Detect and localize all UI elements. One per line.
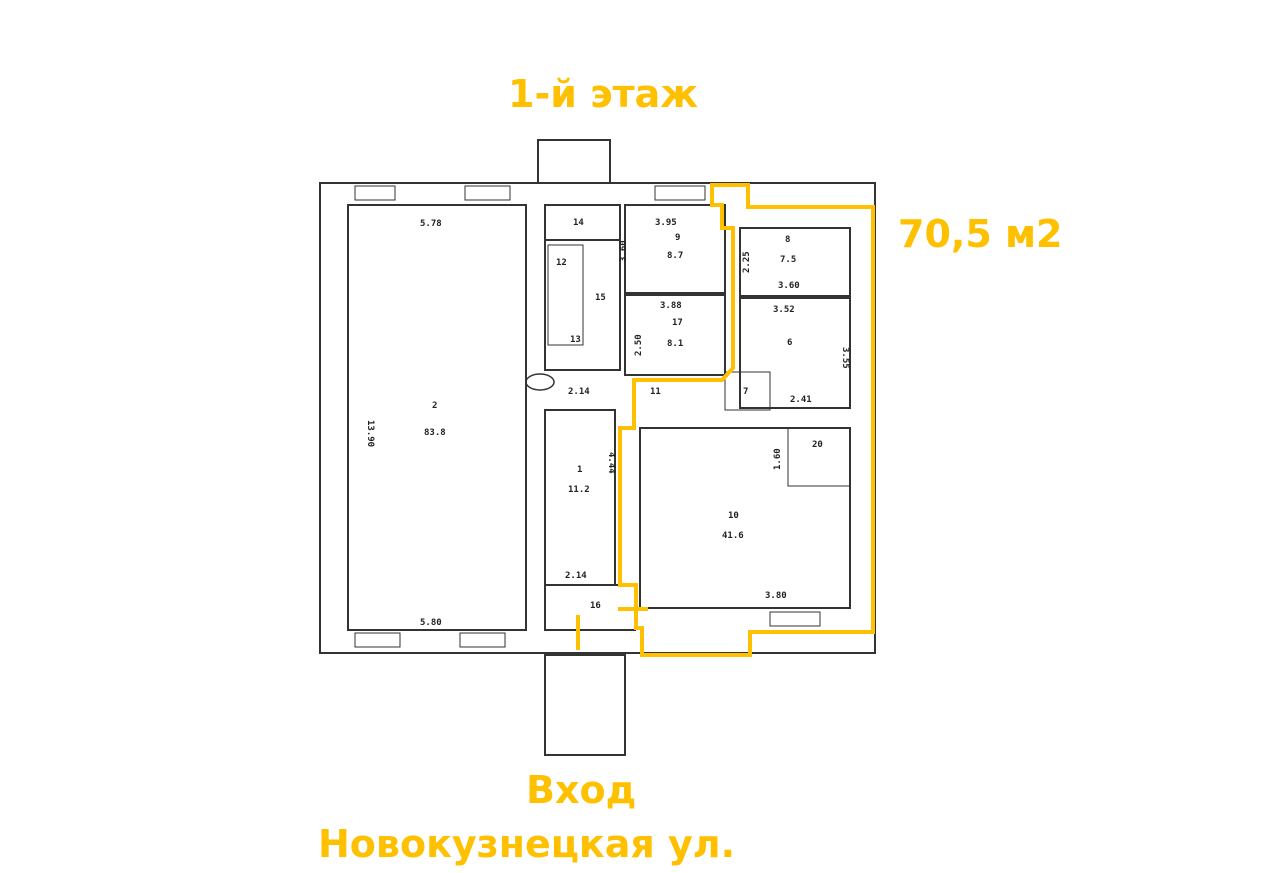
dim-label: 3.95 [655, 218, 677, 228]
dim-label: 5.78 [420, 219, 442, 229]
dim-label: 1.60 [773, 448, 783, 470]
room-area: 41.6 [722, 531, 744, 541]
room-number: 16 [590, 601, 601, 611]
room-area: 83.8 [424, 428, 446, 438]
room-area: 8.1 [667, 339, 683, 349]
room-number: 17 [672, 318, 683, 328]
dim-label: 3.88 [660, 301, 682, 311]
dim-label: 3.80 [765, 591, 787, 601]
room-area: 7.5 [780, 255, 796, 265]
windows [354, 185, 821, 648]
dim-label: 2.41 [790, 395, 812, 405]
room-number: 12 [556, 258, 567, 268]
dim-label: 5.80 [420, 618, 442, 628]
room-number: 13 [570, 335, 581, 345]
room-number: 15 [595, 293, 606, 303]
room-area: 11.2 [568, 485, 590, 495]
room-number: 10 [728, 511, 739, 521]
dim-label: 2.25 [742, 251, 752, 273]
floor-title: 1-й этаж [508, 72, 699, 116]
dim-label: 2.14 [565, 571, 587, 581]
room-number: 11 [650, 387, 661, 397]
dim-label: 13.90 [365, 420, 375, 447]
room-number: 9 [675, 233, 680, 243]
room-labels: 5.78 2 83.8 13.90 5.80 14 12 15 13 3.95 … [365, 218, 850, 628]
room-area: 8.7 [667, 251, 683, 261]
highlight-area-label: 70,5 м2 [898, 212, 1063, 256]
entrance-label: Вход [526, 768, 637, 812]
walls [319, 139, 876, 756]
room-number: 6 [787, 338, 792, 348]
highlighted-unit-outline [618, 183, 875, 657]
dim-label: 3.60 [778, 281, 800, 291]
dim-label: 2.14 [568, 387, 590, 397]
room-number: 7 [743, 387, 748, 397]
dim-label: 3.52 [773, 305, 795, 315]
entrance-porch [544, 654, 626, 756]
dim-label: 2.50 [634, 334, 644, 356]
dim-label: 3.60 [619, 240, 629, 262]
dim-label: 4.44 [606, 452, 616, 474]
room-number: 1 [577, 465, 582, 475]
dim-label: 3.55 [840, 347, 850, 369]
room-number: 14 [573, 218, 584, 228]
street-label: Новокузнецкая ул. [318, 822, 735, 866]
room-number: 20 [812, 440, 823, 450]
room-number: 2 [432, 401, 437, 411]
room-number: 8 [785, 235, 790, 245]
top-porch [537, 139, 611, 184]
